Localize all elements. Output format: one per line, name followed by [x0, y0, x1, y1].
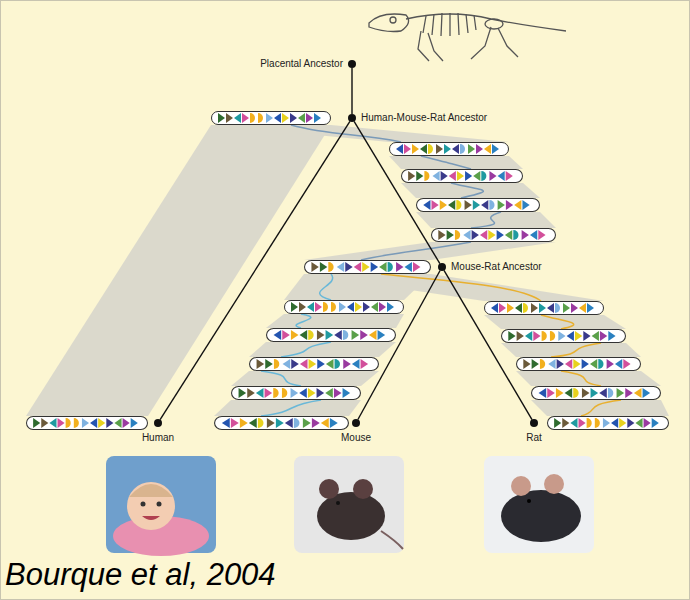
- tree-branch: [358, 271, 440, 420]
- citation-label: Bourque et al, 2004: [5, 557, 276, 593]
- node-label: Human: [140, 432, 176, 444]
- node-label: Human-Mouse-Rat Ancestor: [359, 112, 489, 124]
- tree-node: Mouse-Rat Ancestor: [438, 263, 446, 271]
- tree-node: Rat: [530, 419, 538, 427]
- tree-node: Placental Ancestor: [348, 60, 356, 68]
- node-label: Rat: [524, 432, 544, 444]
- tree-node: Human: [154, 419, 162, 427]
- node-label: Mouse: [339, 432, 373, 444]
- tree-branch: [351, 68, 352, 114]
- node-label: Placental Ancestor: [258, 58, 345, 70]
- tree-node: Mouse: [352, 419, 360, 427]
- tree-branch: [444, 270, 532, 419]
- tree-branch: [160, 121, 350, 419]
- node-label: Mouse-Rat Ancestor: [449, 261, 544, 273]
- tree-node: Human-Mouse-Rat Ancestor: [348, 114, 356, 122]
- tree-branch: [354, 121, 440, 263]
